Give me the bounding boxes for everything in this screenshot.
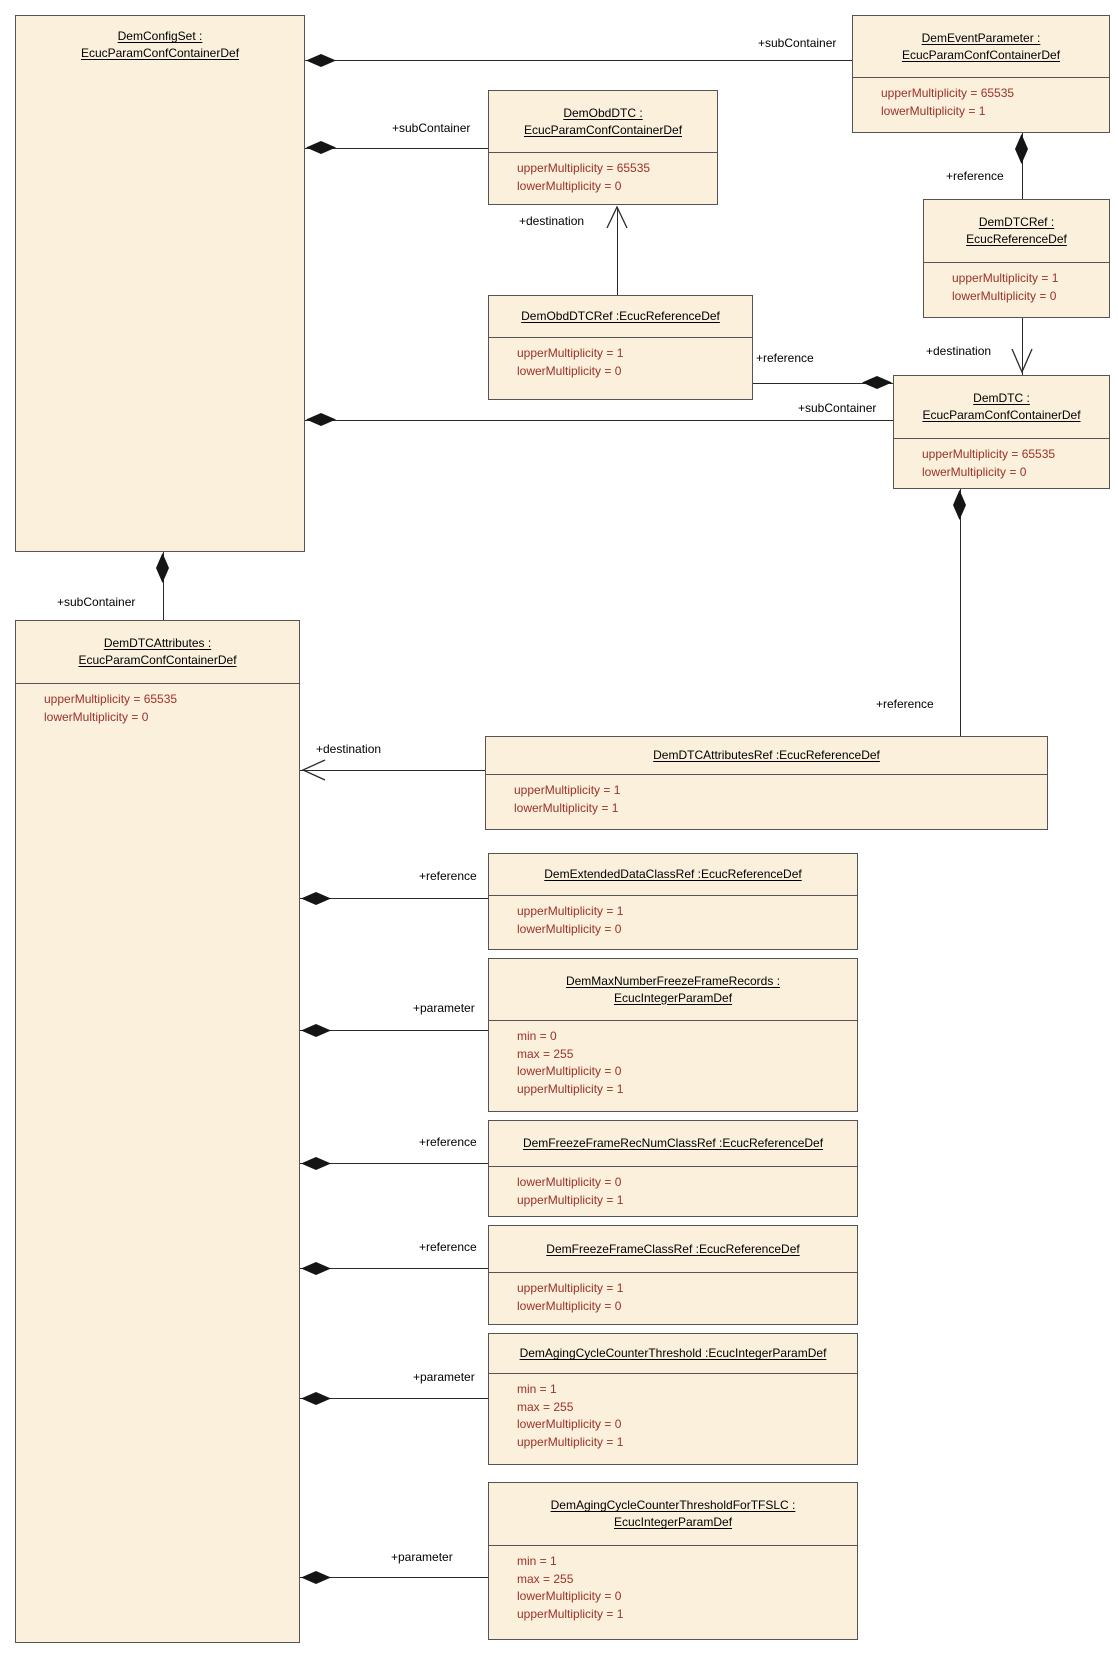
- edge-label-reference: +reference: [419, 869, 477, 883]
- edge-label-destination: +destination: [926, 344, 992, 358]
- class-box-dem-dtc-attributes[interactable]: DemDTCAttributes : EcucParamConfContaine…: [15, 620, 300, 1643]
- composition-diamond-icon: [156, 553, 169, 583]
- box-title: DemDTC : EcucParamConfContainerDef: [922, 391, 1081, 422]
- edge-dtcattributes-maxnumberfreezeframerecords-parameter: [300, 1030, 488, 1031]
- composition-diamond-icon: [301, 1157, 331, 1170]
- box-attributes: min = 1 max = 255 lowerMultiplicity = 0 …: [489, 1373, 857, 1464]
- box-title: DemAgingCycleCounterThresholdForTFSLC : …: [550, 1498, 796, 1529]
- box-title: DemFreezeFrameRecNumClassRef :EcucRefere…: [522, 1136, 824, 1150]
- composition-diamond-icon: [301, 1024, 331, 1037]
- edge-label-reference: +reference: [756, 351, 814, 365]
- edge-dtcattributes-extendeddataclassref-reference: [300, 898, 488, 899]
- edge-configset-dtcattributes-subcontainer: [163, 552, 164, 620]
- class-box-dem-max-number-freeze-frame-records[interactable]: DemMaxNumberFreezeFrameRecords : EcucInt…: [488, 958, 858, 1112]
- class-box-dem-event-parameter[interactable]: DemEventParameter : EcucParamConfContain…: [852, 15, 1110, 133]
- box-attributes: upperMultiplicity = 1 lowerMultiplicity …: [489, 1272, 857, 1324]
- edge-label-reference: +reference: [876, 697, 934, 711]
- class-box-dem-freeze-frame-class-ref[interactable]: DemFreezeFrameClassRef :EcucReferenceDef…: [488, 1225, 858, 1325]
- composition-diamond-icon: [306, 413, 336, 426]
- box-attributes: min = 0 max = 255 lowerMultiplicity = 0 …: [489, 1020, 857, 1111]
- class-box-dem-freeze-frame-rec-num-class-ref[interactable]: DemFreezeFrameRecNumClassRef :EcucRefere…: [488, 1120, 858, 1217]
- composition-diamond-icon: [306, 141, 336, 154]
- class-box-dem-config-set[interactable]: DemConfigSet : EcucParamConfContainerDef: [15, 15, 305, 552]
- box-title: DemDTCAttributes : EcucParamConfContaine…: [78, 636, 237, 667]
- edge-label-parameter: +parameter: [413, 1001, 475, 1015]
- box-title: DemConfigSet : EcucParamConfContainerDef: [80, 29, 240, 60]
- edge-configset-obddtc-subcontainer: [305, 148, 488, 149]
- edge-dtcattributes-agingcyclecounterthresholdfortfslc-parameter: [300, 1577, 488, 1578]
- edge-label-destination: +destination: [316, 742, 382, 756]
- open-arrowhead-up-icon: [606, 205, 628, 229]
- edge-label-subcontainer: +subContainer: [758, 36, 837, 50]
- box-title: DemFreezeFrameClassRef :EcucReferenceDef: [546, 1241, 800, 1256]
- edge-label-parameter: +parameter: [413, 1370, 475, 1384]
- class-box-dem-obd-dtc[interactable]: DemObdDTC : EcucParamConfContainerDef up…: [488, 90, 718, 205]
- edge-configset-demdtc-subcontainer: [305, 420, 893, 421]
- composition-diamond-icon: [301, 1262, 331, 1275]
- edge-obddtcref-obddtc-destination: [617, 207, 618, 295]
- box-attributes: upperMultiplicity = 65535 lowerMultiplic…: [853, 77, 1109, 132]
- edge-label-parameter: +parameter: [391, 1550, 453, 1564]
- class-box-dem-obd-dtc-ref[interactable]: DemObdDTCRef :EcucReferenceDef upperMult…: [488, 295, 753, 400]
- box-title: DemAgingCycleCounterThreshold :EcucInteg…: [519, 1346, 827, 1360]
- edge-label-reference: +reference: [419, 1135, 477, 1149]
- class-box-dem-aging-cycle-counter-threshold[interactable]: DemAgingCycleCounterThreshold :EcucInteg…: [488, 1333, 858, 1465]
- box-attributes: min = 1 max = 255 lowerMultiplicity = 0 …: [489, 1545, 857, 1639]
- edge-label-subcontainer: +subContainer: [798, 401, 877, 415]
- box-title: DemEventParameter : EcucParamConfContain…: [901, 30, 1061, 62]
- class-box-dem-aging-cycle-counter-threshold-for-tfslc[interactable]: DemAgingCycleCounterThresholdForTFSLC : …: [488, 1482, 858, 1640]
- box-attributes: lowerMultiplicity = 0 upperMultiplicity …: [489, 1166, 857, 1216]
- box-attributes: upperMultiplicity = 1 lowerMultiplicity …: [489, 337, 752, 399]
- composition-diamond-icon: [306, 54, 336, 67]
- edge-eventparameter-dtcref-reference: [1022, 133, 1023, 199]
- box-attributes: upperMultiplicity = 1 lowerMultiplicity …: [489, 895, 857, 949]
- class-box-dem-dtc-attributes-ref[interactable]: DemDTCAttributesRef :EcucReferenceDef up…: [485, 736, 1048, 830]
- edge-obddtcref-demdtc-reference: [753, 383, 893, 384]
- edge-label-destination: +destination: [519, 214, 585, 228]
- edge-dtcattributes-agingcyclecounterthreshold-parameter: [300, 1398, 488, 1399]
- composition-diamond-icon: [953, 490, 966, 520]
- edge-dtcattributesref-dtcattributes-destination: [300, 770, 485, 771]
- box-title: DemExtendedDataClassRef :EcucReferenceDe…: [544, 867, 802, 881]
- box-attributes: upperMultiplicity = 1 lowerMultiplicity …: [486, 774, 1047, 829]
- open-arrowhead-down-icon: [1011, 348, 1033, 374]
- box-title: DemObdDTCRef :EcucReferenceDef: [521, 309, 720, 323]
- composition-diamond-icon: [301, 1571, 331, 1584]
- composition-diamond-icon: [301, 1392, 331, 1405]
- box-attributes: upperMultiplicity = 65535 lowerMultiplic…: [16, 683, 299, 1642]
- edge-label-reference: +reference: [419, 1240, 477, 1254]
- edge-dtcattributes-freezeframeclassref-reference: [300, 1268, 488, 1269]
- edge-demdtc-dtcattributesref-reference: [960, 489, 961, 736]
- box-title: DemDTCRef : EcucReferenceDef: [966, 215, 1067, 246]
- box-title: DemMaxNumberFreezeFrameRecords : EcucInt…: [565, 973, 781, 1005]
- composition-diamond-icon: [862, 376, 892, 389]
- edge-dtcref-demdtc-destination: [1022, 318, 1023, 375]
- composition-diamond-icon: [1015, 134, 1028, 164]
- edge-label-subcontainer: +subContainer: [392, 121, 471, 135]
- edge-label-subcontainer: +subContainer: [57, 595, 136, 609]
- class-box-dem-dtc-ref[interactable]: DemDTCRef : EcucReferenceDef upperMultip…: [923, 199, 1110, 318]
- edge-configset-eventparameter-subcontainer: [305, 60, 852, 61]
- class-box-dem-dtc[interactable]: DemDTC : EcucParamConfContainerDef upper…: [893, 375, 1110, 489]
- open-arrowhead-left-icon: [301, 759, 326, 781]
- box-attributes: upperMultiplicity = 1 lowerMultiplicity …: [924, 262, 1109, 317]
- edge-label-reference: +reference: [946, 169, 1004, 183]
- box-attributes: upperMultiplicity = 65535 lowerMultiplic…: [489, 152, 717, 204]
- box-title: DemObdDTC : EcucParamConfContainerDef: [523, 105, 683, 137]
- box-title: DemDTCAttributesRef :EcucReferenceDef: [653, 748, 880, 762]
- box-attributes: upperMultiplicity = 65535 lowerMultiplic…: [894, 438, 1109, 488]
- class-box-dem-extended-data-class-ref[interactable]: DemExtendedDataClassRef :EcucReferenceDe…: [488, 853, 858, 950]
- edge-dtcattributes-freezeframerecnumclassref-reference: [300, 1163, 488, 1164]
- composition-diamond-icon: [301, 892, 331, 905]
